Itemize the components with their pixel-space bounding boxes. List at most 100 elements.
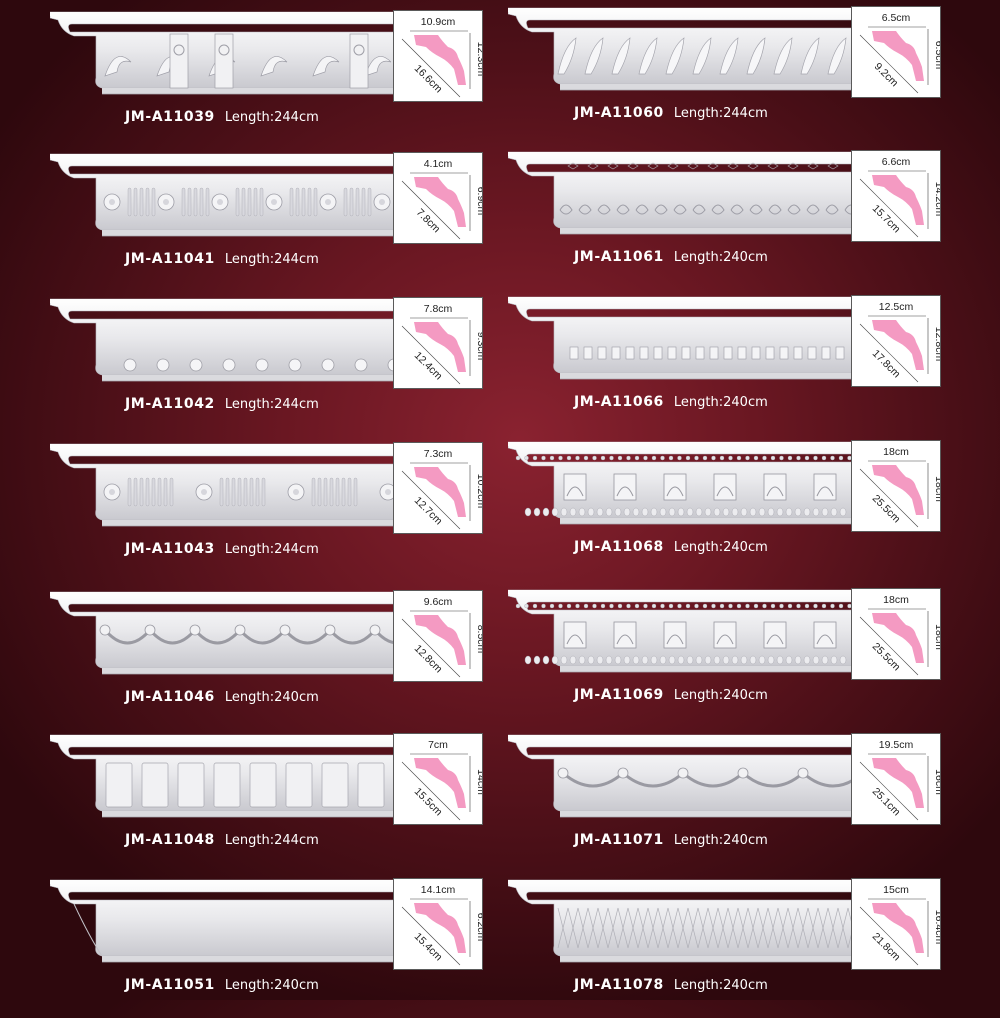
- profile-width-label: 18cm: [883, 594, 909, 606]
- profile-width-label: 12.5cm: [879, 301, 914, 313]
- product-length: Length:244cm: [224, 833, 319, 848]
- profile-diagonal-label: 12.8cm: [412, 642, 445, 675]
- profile-height-label: 9.3cm: [475, 332, 482, 361]
- profile-diagonal-label: 15.5cm: [412, 785, 445, 818]
- profile-height-label: 14.2cm: [933, 182, 940, 217]
- profile-diagonal-label: 7.8cm: [414, 207, 443, 236]
- profile-diagonal-label: 21.8cm: [870, 930, 903, 963]
- product-code: JM-A11041: [125, 251, 215, 267]
- product-image: [50, 442, 395, 532]
- profile-height-label: 6.5cm: [933, 41, 940, 70]
- product-caption: JM-A11066 Length:240cm: [574, 393, 768, 411]
- profile-width-label: 6.5cm: [882, 12, 911, 24]
- product-code: JM-A11043: [125, 541, 215, 557]
- profile-diagonal-label: 12.4cm: [412, 349, 445, 382]
- product-image: [508, 295, 853, 385]
- profile-height-label: 14cm: [475, 769, 482, 795]
- product-code: JM-A11042: [125, 396, 215, 412]
- profile-height-label: 8.5cm: [475, 625, 482, 654]
- profile-width-label: 9.6cm: [424, 596, 453, 608]
- product-length: Length:240cm: [673, 833, 768, 848]
- product-length: Length:240cm: [673, 540, 768, 555]
- profile-width-label: 4.1cm: [424, 158, 453, 170]
- product-card[interactable]: 4.1cm 6.9cm 7.8cm JM-A11041 Length:244cm: [50, 152, 500, 292]
- product-card[interactable]: 19.5cm 16cm 25.1cm JM-A11071 Length:240cm: [508, 733, 958, 873]
- profile-width-label: 7.3cm: [424, 448, 453, 460]
- product-length: Length:240cm: [673, 978, 768, 993]
- product-code: JM-A11066: [574, 394, 664, 410]
- product-code: JM-A11039: [125, 109, 215, 125]
- product-code: JM-A11068: [574, 539, 664, 555]
- product-caption: JM-A11078 Length:240cm: [574, 976, 768, 994]
- product-length: Length:240cm: [673, 395, 768, 410]
- profile-width-label: 7cm: [428, 739, 448, 751]
- product-image: [50, 297, 395, 387]
- product-caption: JM-A11068 Length:240cm: [574, 538, 768, 556]
- product-image: [508, 440, 853, 530]
- product-image: [50, 10, 395, 100]
- product-caption: JM-A11042 Length:244cm: [125, 395, 319, 413]
- product-code: JM-A11071: [574, 832, 664, 848]
- profile-height-label: 16cm: [933, 769, 940, 795]
- product-length: Length:244cm: [224, 110, 319, 125]
- product-code: JM-A11069: [574, 687, 664, 703]
- product-length: Length:244cm: [673, 106, 768, 121]
- product-card[interactable]: 7cm 14cm 15.5cm JM-A11048 Length:244cm: [50, 733, 500, 873]
- product-caption: JM-A11048 Length:244cm: [125, 831, 319, 849]
- profile-diagram: 9.6cm 8.5cm 12.8cm: [393, 590, 483, 682]
- product-code: JM-A11051: [125, 977, 215, 993]
- product-code: JM-A11046: [125, 689, 215, 705]
- product-caption: JM-A11039 Length:244cm: [125, 108, 319, 126]
- profile-width-label: 19.5cm: [879, 739, 914, 751]
- profile-diagonal-label: 25.1cm: [870, 785, 903, 818]
- product-length: Length:244cm: [224, 252, 319, 267]
- profile-height-label: 12.8cm: [933, 327, 940, 362]
- product-image: [508, 733, 853, 823]
- profile-width-label: 15cm: [883, 884, 909, 896]
- product-length: Length:244cm: [224, 397, 319, 412]
- profile-width-label: 18cm: [883, 446, 909, 458]
- profile-diagonal-label: 15.4cm: [412, 930, 445, 963]
- profile-diagram: 14.1cm 6.2cm 15.4cm: [393, 878, 483, 970]
- profile-width-label: 10.9cm: [421, 16, 456, 28]
- product-card[interactable]: 15cm 16.4cm 21.8cm JM-A11078 Length:240cm: [508, 878, 958, 1018]
- profile-diagonal-label: 25.5cm: [870, 640, 903, 673]
- profile-height-label: 6.9cm: [475, 187, 482, 216]
- product-image: [508, 150, 853, 240]
- product-image: [50, 590, 395, 680]
- profile-height-label: 16.4cm: [933, 910, 940, 945]
- product-code: JM-A11061: [574, 249, 664, 265]
- profile-width-label: 14.1cm: [421, 884, 456, 896]
- product-code: JM-A11078: [574, 977, 664, 993]
- profile-height-label: 6.2cm: [475, 913, 482, 942]
- profile-diagram: 7.3cm 10.2cm 12.7cm: [393, 442, 483, 534]
- profile-diagonal-label: 16.6cm: [412, 62, 445, 95]
- product-image: [50, 152, 395, 242]
- profile-width-label: 6.6cm: [882, 156, 911, 168]
- product-image: [50, 733, 395, 823]
- product-caption: JM-A11041 Length:244cm: [125, 250, 319, 268]
- profile-diagonal-label: 12.7cm: [412, 494, 445, 527]
- profile-height-label: 10.2cm: [475, 474, 482, 509]
- product-code: JM-A11048: [125, 832, 215, 848]
